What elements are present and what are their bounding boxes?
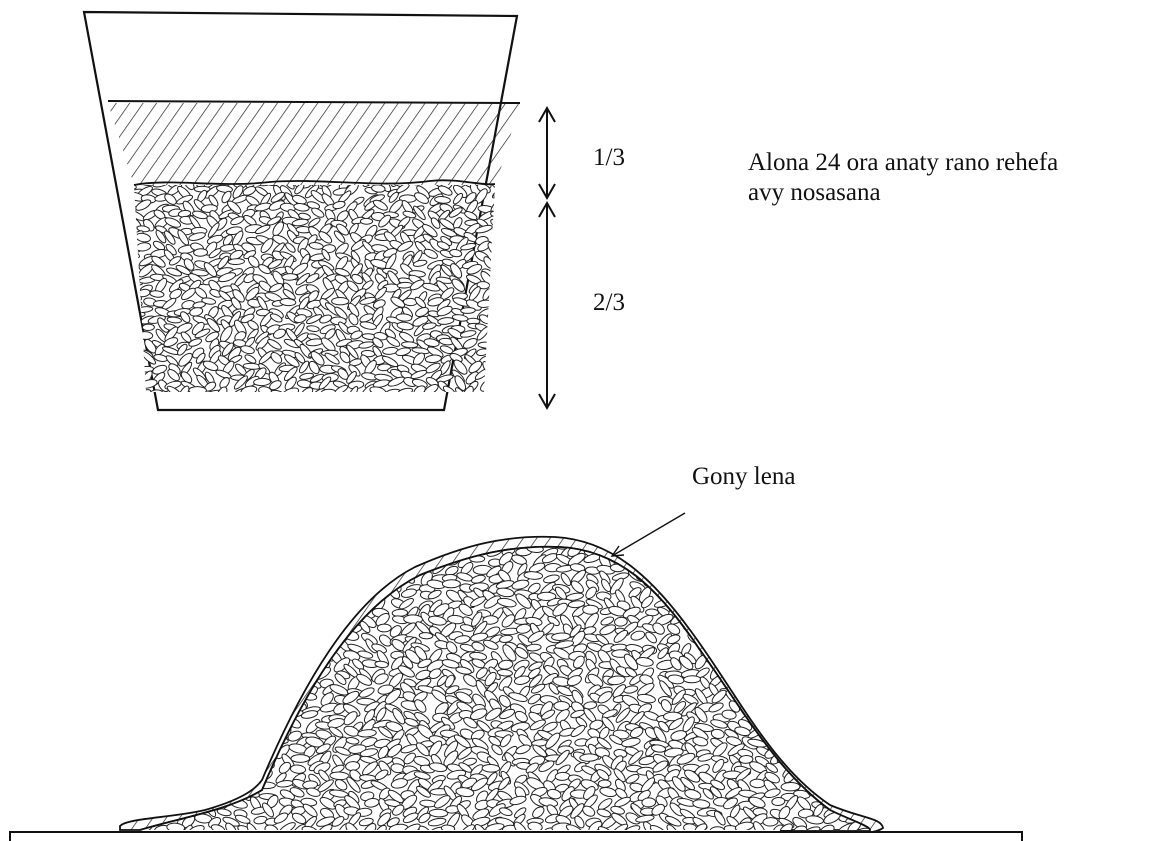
bucket-rice-grains [134, 185, 495, 392]
water-surface-line [107, 100, 521, 104]
grain-depth-arrow [538, 200, 556, 411]
cover-pointer-line [611, 512, 686, 557]
bucket-outline [82, 10, 519, 412]
soaking-caption-line-1: Alona 24 ora anaty rano rehefa [748, 149, 1059, 176]
bucket-grain-top-edge [133, 179, 496, 186]
soaking-caption: Alona 24 ora anaty rano rehefa avy nosas… [748, 148, 1058, 208]
soaking-bucket [82, 10, 521, 412]
water-hatching [108, 103, 520, 185]
floor-board [9, 831, 1023, 841]
water-depth-arrow [538, 105, 556, 201]
cover-pointer-arrowhead [610, 545, 625, 557]
rice-heap [119, 512, 884, 836]
grain-fraction-label: 2/3 [593, 289, 625, 316]
water-fraction-label: 1/3 [593, 144, 625, 171]
soaking-caption-line-2: avy nosasana [748, 179, 881, 206]
wet-sack-label: Gony lena [692, 463, 796, 490]
heap-grain-boundary [139, 545, 871, 831]
